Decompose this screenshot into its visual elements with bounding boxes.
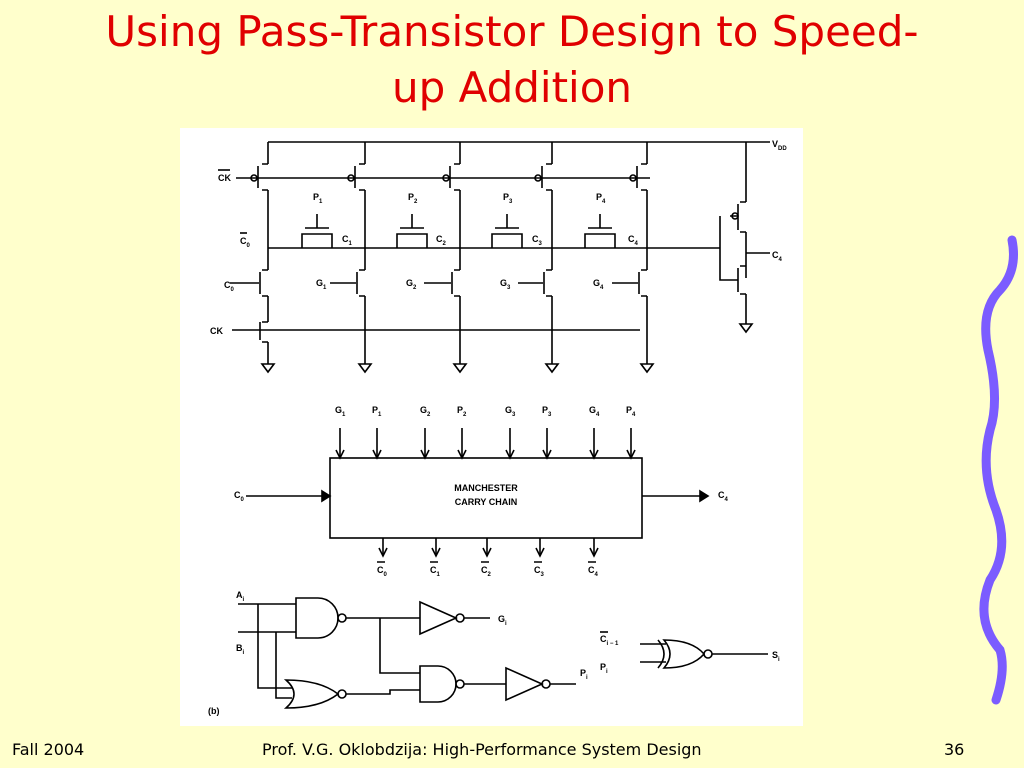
footer-author: Prof. V.G. Oklobdzija: High-Performance … [262, 740, 702, 759]
block-in-g4: G4 [589, 405, 600, 418]
title-line-1: Using Pass-Transistor Design to Speed- [105, 7, 919, 56]
carry-chain-block: MANCHESTER CARRY CHAIN C0 C4 G1 P1 G2 P2… [234, 405, 729, 578]
schematic-top: VDD CK P1 P2 P3 P4 C0 C1 [210, 139, 787, 374]
cout-label: C4 [718, 490, 729, 503]
p1-label: P1 [313, 192, 323, 205]
block-out-c1: C1 [430, 565, 441, 578]
block-input-arrows [335, 428, 636, 460]
block-in-p1: P1 [372, 405, 382, 418]
eval-transistor [259, 318, 269, 364]
p-nand-gate [419, 665, 457, 703]
p-inverter [464, 666, 544, 702]
c4bar-label: C4 [628, 234, 639, 247]
block-out-c0: C0 [377, 565, 388, 578]
gi-label: Gi [498, 614, 507, 627]
p3-label: P3 [503, 192, 513, 205]
pass-transistors [301, 214, 616, 248]
ck-label: CK [210, 326, 223, 336]
block-out-c4: C4 [588, 565, 599, 578]
circuit-svg: VDD CK P1 P2 P3 P4 C0 C1 [208, 139, 787, 716]
p4-label: P4 [596, 192, 606, 205]
panel-label: (b) [208, 706, 220, 716]
precharge-transistors [250, 142, 648, 248]
slide-number: 36 [944, 740, 965, 759]
block-in-g2: G2 [420, 405, 431, 418]
block-in-g3: G3 [505, 405, 516, 418]
block-output-arrows [378, 538, 599, 558]
block-out-c2: C2 [481, 565, 492, 578]
circuit-figure: VDD CK P1 P2 P3 P4 C0 C1 [180, 128, 803, 726]
g3-label: G3 [500, 278, 511, 291]
block-name-line1: MANCHESTER [454, 483, 518, 493]
g4-label: G4 [593, 278, 604, 291]
pi-in-label: Pi [600, 662, 608, 675]
c0-label: C0 [224, 280, 235, 293]
vdd-label: VDD [772, 139, 787, 152]
block-out-c3: C3 [534, 565, 545, 578]
c1bar-label: C1 [342, 234, 353, 247]
c0bar-label: C0 [240, 236, 251, 249]
block-in-g1: G1 [335, 405, 346, 418]
bi-label: Bi [236, 643, 245, 656]
c4-out-label: C4 [772, 250, 783, 263]
output-inverter [719, 142, 770, 324]
or-gate [283, 679, 340, 709]
block-in-p2: P2 [457, 405, 467, 418]
carry-chain-box [329, 457, 643, 539]
block-in-p3: P3 [542, 405, 552, 418]
g1-label: G1 [316, 278, 327, 291]
xor-gate [662, 639, 706, 669]
decorative-wave [979, 235, 1018, 705]
pi-label: Pi [580, 668, 588, 681]
g-inverter [419, 600, 458, 636]
xor-back [657, 639, 665, 669]
slide-title: Using Pass-Transistor Design to Speed- u… [20, 4, 1004, 116]
nand-gate [295, 597, 339, 639]
ai-label: Ai [236, 590, 245, 603]
nand-bubble [337, 613, 347, 623]
ci-1-label: Ci − 1 [600, 634, 619, 647]
block-in-p4: P4 [626, 405, 636, 418]
ckbar-label: CK [218, 173, 231, 183]
si-label: Si [772, 650, 780, 663]
block-name-line2: CARRY CHAIN [455, 497, 518, 507]
footer-date: Fall 2004 [12, 740, 85, 759]
cin-label: C0 [234, 490, 245, 503]
generate-transistors [230, 248, 648, 350]
p2-label: P2 [408, 192, 418, 205]
c2bar-label: C2 [436, 234, 447, 247]
gate-logic: Ai Bi Gi Pi Ci − 1 Pi Si (b) [208, 590, 780, 716]
g2-label: G2 [406, 278, 417, 291]
title-line-2: up Addition [391, 63, 633, 112]
ground-symbols [260, 323, 754, 374]
c3bar-label: C3 [532, 234, 543, 247]
